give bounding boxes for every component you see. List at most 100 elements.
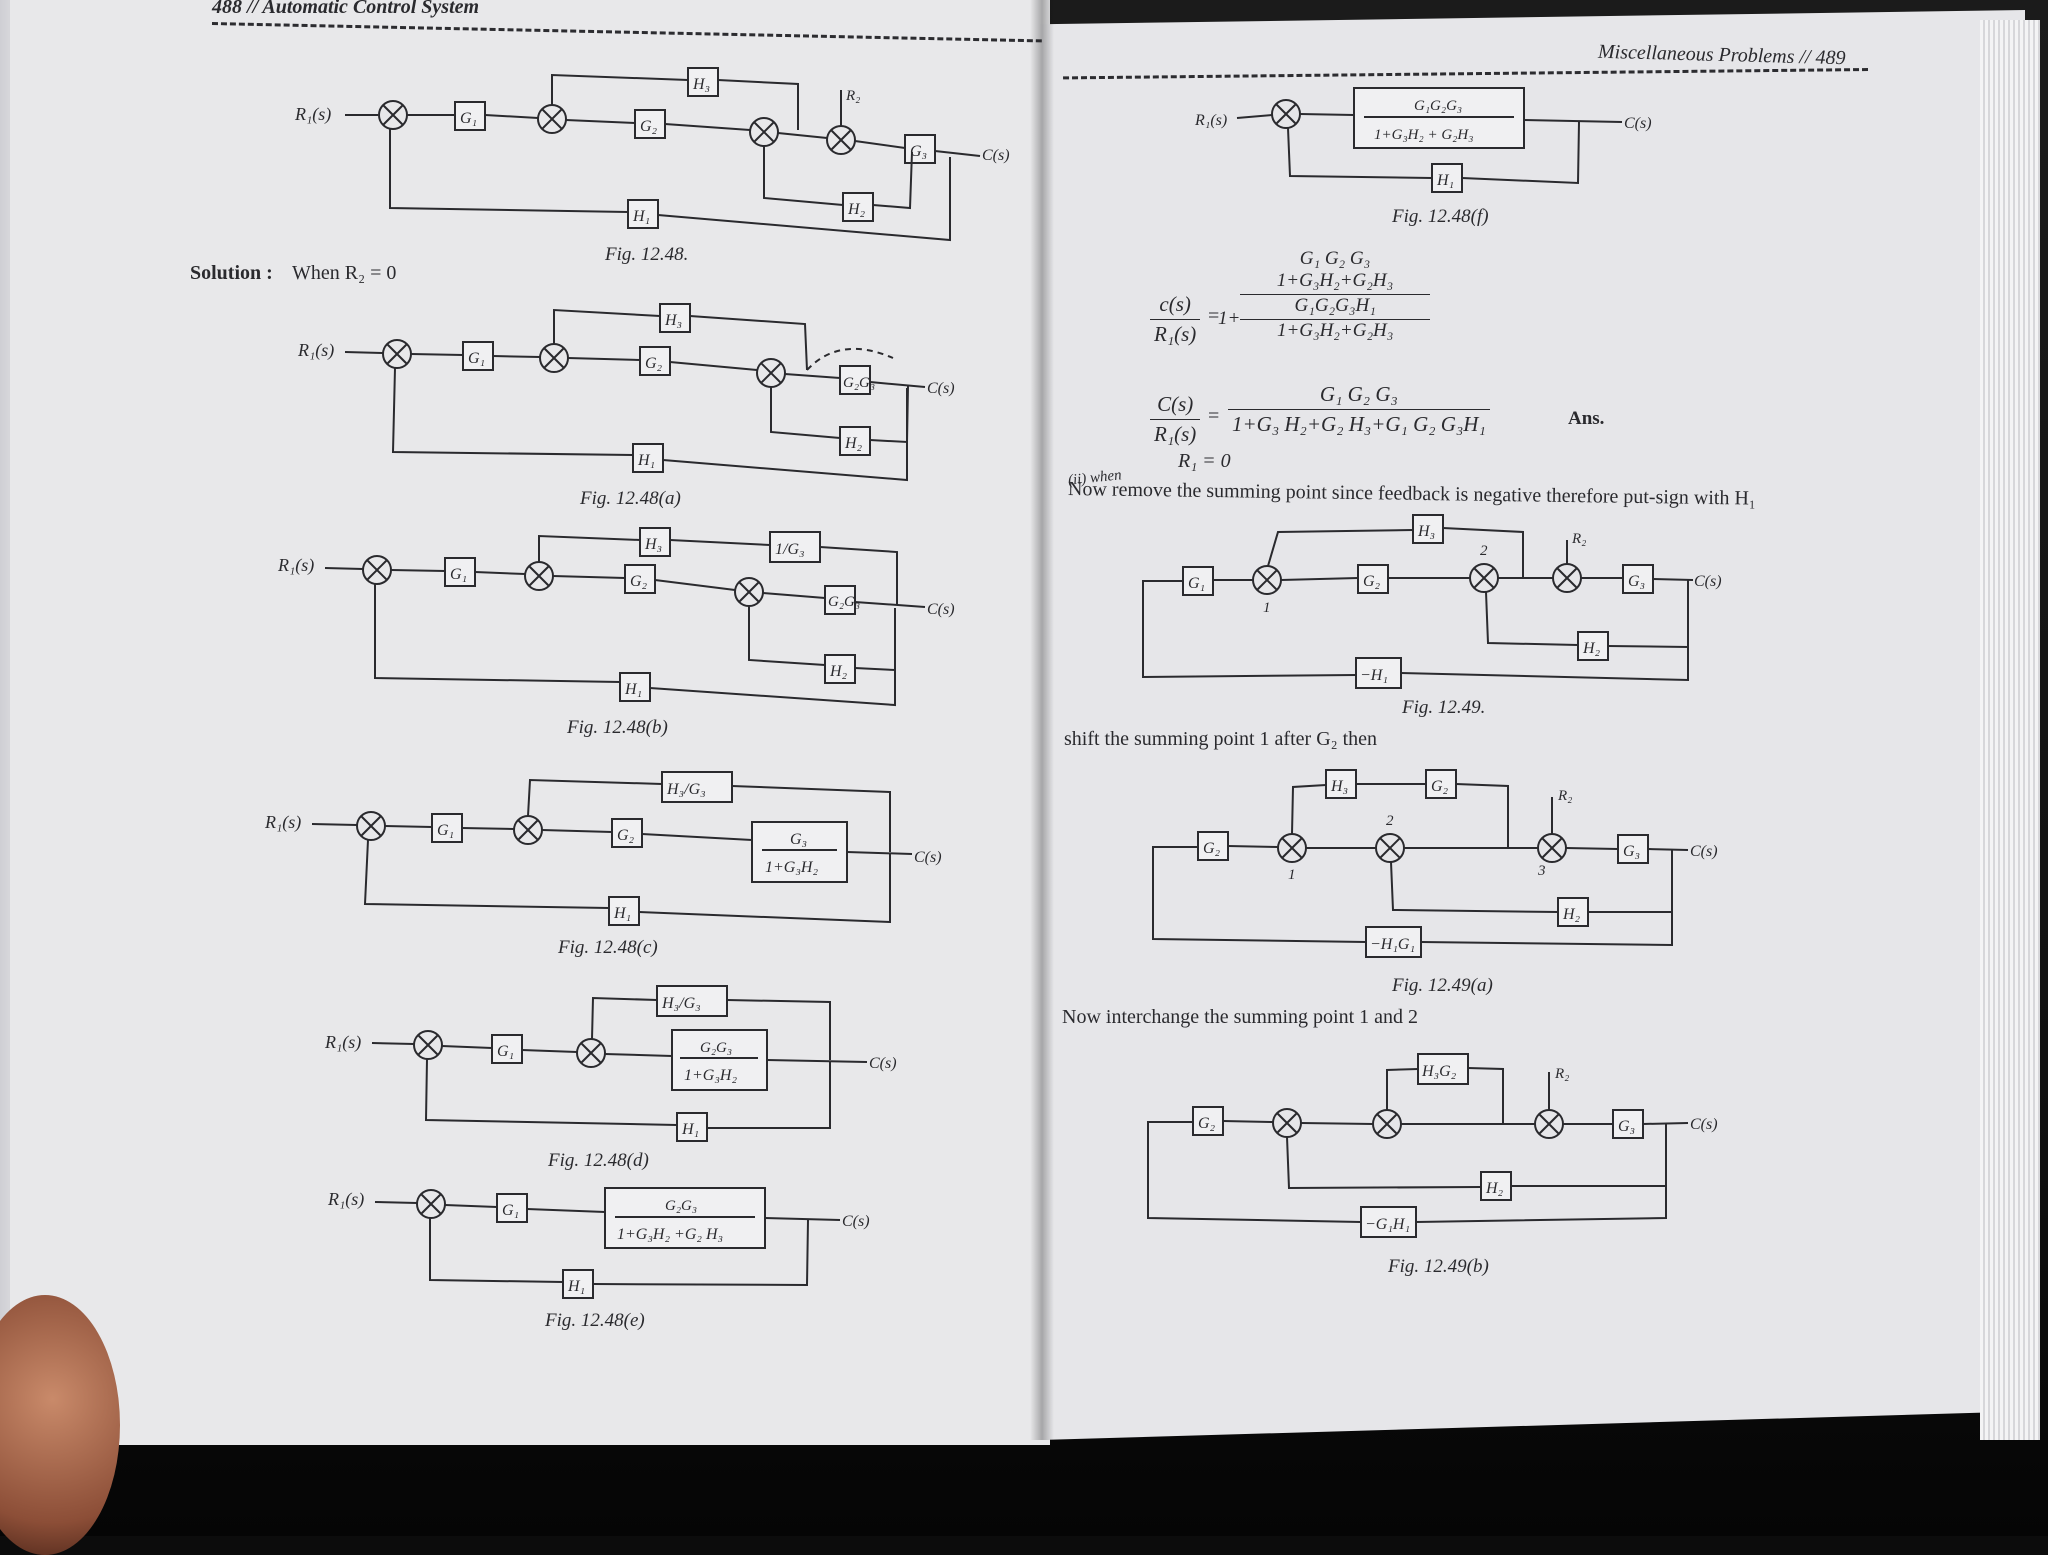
- svg-text:−H₁: −H₁: [1360, 667, 1388, 684]
- caption-fig-12-49b: Fig. 12.49(b): [1388, 1256, 1489, 1277]
- r1-input-label: R₁(s): [294, 104, 331, 125]
- r1-zero: R₁ = 0: [1178, 450, 1231, 472]
- svg-text:G₂G₃: G₂G₃: [843, 375, 875, 391]
- block-diagram-fig-12-49a: G₂ 1 2 3 R₂ G₃ C(s) H₃ G₂ H₂ −H₁G₁: [1152, 769, 1718, 958]
- svg-text:−H₁G₁: −H₁G₁: [1370, 936, 1415, 953]
- svg-text:G₂G₃: G₂G₃: [828, 594, 860, 610]
- svg-text:1+G₃H₂: 1+G₃H₂: [765, 859, 818, 876]
- svg-text:G₁: G₁: [450, 566, 467, 583]
- caption-fig-12-49: Fig. 12.49.: [1402, 697, 1486, 718]
- block-diagram-fig-12-48b: R₁(s) G₁ G₂ G₂G₃ C(s) H₃ 1/G₃ H₂ H₁: [277, 527, 955, 707]
- svg-text:G₁G₂G₃: G₁G₂G₃: [1414, 98, 1462, 114]
- caption-fig-12-48e: Fig. 12.48(e): [545, 1310, 645, 1331]
- svg-text:G₂: G₂: [1203, 840, 1221, 857]
- h3-label: H₃: [692, 76, 710, 93]
- svg-text:G₂: G₂: [1431, 778, 1449, 795]
- right-page: [1040, 10, 2025, 1440]
- svg-text:C(s): C(s): [1624, 115, 1652, 132]
- caption-fig-12-48: Fig. 12.48.: [605, 244, 689, 265]
- book-gutter-shadow: [1030, 0, 1054, 1440]
- block-diagram-fig-12-48c: R₁(s) G₁ G₂ G₃ 1+G₃H₂ C(s) H₃/G₃ H₁: [264, 771, 942, 926]
- svg-text:R₁(s): R₁(s): [1194, 112, 1227, 129]
- svg-text:1+G₃H₂ +G₂ H₃: 1+G₃H₂ +G₂ H₃: [617, 1226, 723, 1243]
- svg-text:1: 1: [1288, 867, 1296, 883]
- svg-text:1: 1: [1263, 600, 1271, 616]
- svg-text:G₂: G₂: [1198, 1115, 1216, 1132]
- svg-text:H₂: H₂: [844, 435, 863, 452]
- svg-text:H₁: H₁: [567, 1278, 585, 1295]
- caption-fig-12-48c: Fig. 12.48(c): [558, 937, 658, 958]
- svg-text:G₂: G₂: [630, 573, 648, 590]
- block-diagram-fig-12-48: R₁(s) G₁ G₂ G₃ C(s) H₃ R₂ H₂ H₁: [294, 67, 1010, 242]
- svg-text:G₃: G₃: [790, 831, 807, 848]
- svg-text:G₂: G₂: [617, 827, 635, 844]
- svg-text:R₁(s): R₁(s): [327, 1189, 364, 1210]
- svg-text:2: 2: [1386, 813, 1394, 829]
- caption-fig-12-48a: Fig. 12.48(a): [580, 488, 681, 509]
- svg-text:G₂G₃: G₂G₃: [665, 1198, 697, 1214]
- g3-label: G₃: [910, 143, 927, 160]
- svg-text:H₁: H₁: [637, 452, 655, 469]
- svg-text:H₃: H₃: [664, 312, 682, 329]
- left-page: [10, 0, 1050, 1445]
- svg-text:C(s): C(s): [1690, 1116, 1718, 1133]
- svg-text:H₃G₂: H₃G₂: [1421, 1063, 1457, 1080]
- svg-text:C(s): C(s): [1694, 573, 1722, 590]
- g2-label: G₂: [640, 118, 658, 135]
- svg-text:H₁: H₁: [681, 1121, 699, 1138]
- svg-text:C(s): C(s): [927, 601, 955, 618]
- svg-text:H₁: H₁: [613, 905, 631, 922]
- svg-text:1+G₃H₂: 1+G₃H₂: [684, 1067, 737, 1084]
- svg-text:R₁(s): R₁(s): [277, 555, 314, 576]
- svg-text:H₂: H₂: [1562, 906, 1581, 923]
- answer-label: Ans.: [1568, 408, 1605, 429]
- block-diagram-fig-12-49: G₁ 1 G₂ 2 R₂ G₃ C(s) H₃ H₂ −H₁: [1142, 514, 1722, 689]
- g1-label: G₁: [460, 110, 477, 127]
- svg-text:H₁: H₁: [1436, 172, 1454, 189]
- svg-text:H₃/G₃: H₃/G₃: [661, 995, 701, 1012]
- svg-text:2: 2: [1480, 543, 1488, 559]
- svg-text:H₂: H₂: [829, 663, 848, 680]
- svg-text:H₁: H₁: [624, 681, 642, 698]
- eq2-lhs: C(s)R₁(s): [1150, 392, 1201, 447]
- svg-text:G₁: G₁: [1188, 575, 1205, 592]
- svg-text:C(s): C(s): [842, 1213, 870, 1230]
- caption-fig-12-48f: Fig. 12.48(f): [1392, 206, 1489, 227]
- svg-text:G₁: G₁: [468, 350, 485, 367]
- block-diagram-fig-12-48a: R₁(s) G₁ G₂ G₂G₃ C(s) H₃ H₂ H₁: [297, 303, 955, 482]
- text-interchange-summing: Now interchange the summing point 1 and …: [1062, 1006, 1419, 1028]
- page-stack-edge: [1980, 20, 2040, 1440]
- svg-text:R₂: R₂: [1571, 531, 1586, 547]
- c-output-label: C(s): [982, 147, 1010, 164]
- svg-text:R₂: R₂: [1557, 788, 1572, 804]
- svg-text:R₁(s): R₁(s): [264, 812, 301, 833]
- svg-text:G₂G₃: G₂G₃: [700, 1040, 732, 1056]
- svg-text:G₂: G₂: [645, 355, 663, 372]
- svg-text:−G₁H₁: −G₁H₁: [1365, 1216, 1410, 1233]
- svg-text:G₃: G₃: [1618, 1118, 1635, 1135]
- thumb: [0, 1295, 120, 1555]
- block-diagram-fig-12-49b: G₂ R₂ G₃ C(s) H₃G₂ H₂ −G₁H₁: [1147, 1053, 1718, 1238]
- svg-text:1+G₃H₂ + G₂H₃: 1+G₃H₂ + G₂H₃: [1374, 127, 1473, 143]
- caption-fig-12-48d: Fig. 12.48(d): [548, 1150, 649, 1171]
- caption-fig-12-48b: Fig. 12.48(b): [567, 717, 668, 738]
- r2-input-label: R₂: [845, 88, 860, 104]
- svg-text:G₃: G₃: [1623, 843, 1640, 860]
- svg-text:H₂: H₂: [1485, 1180, 1504, 1197]
- svg-text:G₁: G₁: [497, 1043, 514, 1060]
- solution-label: Solution :: [190, 262, 273, 284]
- svg-text:H₃: H₃: [1417, 523, 1435, 540]
- svg-text:H₃: H₃: [644, 536, 662, 553]
- svg-text:C(s): C(s): [869, 1055, 897, 1072]
- svg-text:1/G₃: 1/G₃: [775, 541, 805, 558]
- svg-text:R₁(s): R₁(s): [297, 340, 334, 361]
- svg-text:C(s): C(s): [927, 380, 955, 397]
- svg-text:G₂: G₂: [1363, 573, 1381, 590]
- h2-label: H₂: [847, 201, 866, 218]
- caption-fig-12-49a: Fig. 12.49(a): [1392, 975, 1493, 996]
- solution-condition: When R₂ = 0: [292, 262, 397, 284]
- svg-text:H₃/G₃: H₃/G₃: [666, 781, 706, 798]
- svg-text:G₁: G₁: [437, 822, 454, 839]
- left-page-header: 488 // Automatic Control System: [212, 0, 480, 18]
